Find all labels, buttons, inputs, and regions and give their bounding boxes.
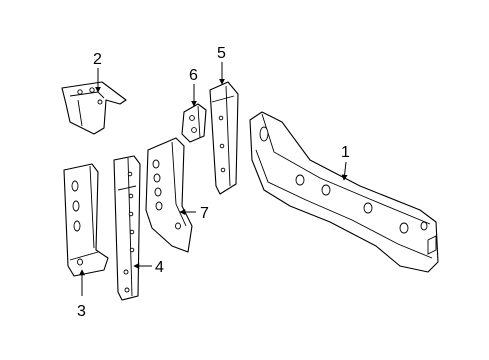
callout-3: 3 bbox=[77, 303, 86, 320]
callout-7: 7 bbox=[200, 205, 209, 222]
part-3-lower-pillar bbox=[63, 163, 109, 277]
callout-4: 4 bbox=[155, 259, 164, 276]
callout-1: 1 bbox=[341, 144, 350, 161]
part-7-inner-panel bbox=[145, 137, 193, 253]
callout-6: 6 bbox=[189, 67, 198, 84]
part-4-reinforcement bbox=[113, 155, 141, 301]
callout-2: 2 bbox=[93, 51, 102, 68]
leader-1 bbox=[341, 161, 348, 181]
part-6-small-bracket bbox=[181, 103, 207, 143]
callout-5: 5 bbox=[217, 45, 226, 62]
part-5-tall-pillar bbox=[209, 81, 239, 195]
part-2-upper-bracket bbox=[61, 81, 127, 135]
part-1-rear-panel bbox=[249, 111, 439, 273]
